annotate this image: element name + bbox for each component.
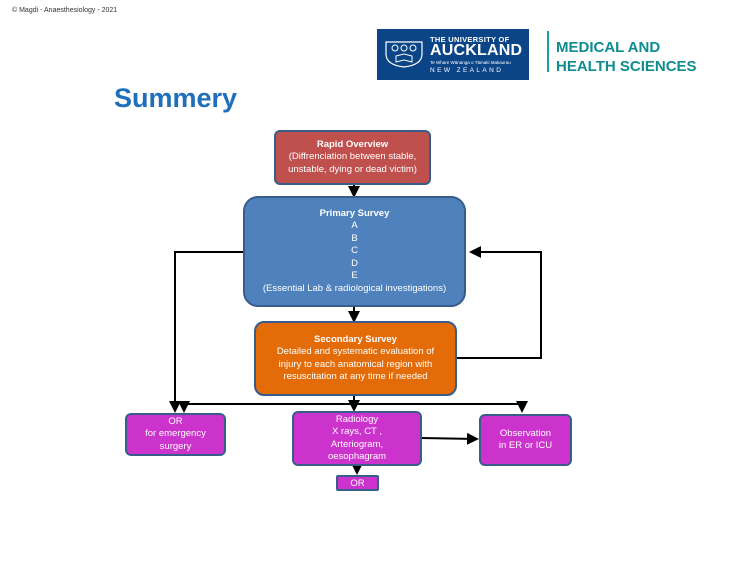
secondary-survey-line: Detailed and systematic evaluation of	[276, 346, 435, 357]
page-title: Summery	[114, 83, 238, 113]
rapid-overview-box: Rapid Overview (Diffrenciation between s…	[274, 130, 431, 185]
rapid-overview-heading: Rapid Overview	[316, 138, 389, 150]
faculty-line-2: HEALTH SCIENCES	[556, 58, 697, 75]
primary-survey-box: Primary Survey A B C D E (Essential Lab …	[243, 196, 466, 307]
or-emergency-line: for emergency	[145, 428, 206, 440]
logo-line-maori-name: Te Whare Wānanga o Tāmaki Makaurau	[430, 60, 511, 65]
radiology-line: oesophagram	[327, 451, 387, 462]
faculty-name: MEDICAL AND HEALTH SCIENCES	[556, 38, 697, 76]
secondary-survey-heading: Secondary Survey	[314, 333, 397, 345]
primary-survey-letter-a: A	[351, 220, 358, 232]
logo-divider	[547, 31, 549, 72]
rapid-overview-line: (Diffrenciation between stable,	[288, 151, 417, 163]
arrow-radiology-to-observation	[420, 432, 479, 445]
university-logo: THE UNIVERSITY OF AUCKLAND Te Whare Wāna…	[377, 29, 529, 80]
logo-line-university-of: THE UNIVERSITY OF	[430, 35, 510, 44]
arrow-primary-to-or	[169, 251, 243, 413]
radiology-line: X rays, CT ,	[332, 426, 382, 437]
secondary-survey-line: injury to each anatomical region with	[278, 358, 433, 370]
primary-survey-heading: Primary Survey	[319, 207, 390, 219]
copyright-notice: © Magdi - Anaesthesiology - 2021	[12, 7, 118, 14]
logo-line-new-zealand: NEW ZEALAND	[430, 67, 504, 74]
arrow-secondary-feedback-to-primary	[457, 246, 542, 359]
primary-survey-letter-b: B	[351, 232, 358, 244]
secondary-survey-line: resuscitation at any time if needed	[283, 371, 428, 382]
radiology-box: Radiology X rays, CT , Arteriogram, oeso…	[292, 411, 422, 466]
or-small-label: OR	[350, 477, 365, 489]
crest-icon	[385, 41, 423, 68]
faculty-line-1: MEDICAL AND	[556, 39, 661, 56]
primary-survey-letter-c: C	[351, 245, 358, 257]
or-emergency-surgery-box: OR for emergency surgery	[125, 413, 226, 456]
logo-line-auckland: AUCKLAND	[430, 42, 523, 59]
observation-box: Observation in ER or ICU	[479, 414, 572, 466]
observation-line: in ER or ICU	[498, 440, 553, 451]
secondary-survey-box: Secondary Survey Detailed and systematic…	[254, 321, 457, 396]
primary-survey-letter-d: D	[351, 257, 358, 269]
radiology-line: Radiology	[335, 413, 379, 425]
or-emergency-line: surgery	[159, 440, 192, 452]
radiology-line: Arteriogram,	[330, 438, 384, 450]
primary-survey-note: (Essential Lab & radiological investigat…	[262, 282, 447, 294]
primary-survey-letter-e: E	[351, 270, 358, 282]
or-emergency-line: OR	[168, 415, 183, 427]
rapid-overview-line: unstable, dying or dead victim)	[288, 163, 417, 175]
observation-line: Observation	[499, 427, 552, 439]
or-small-box: OR	[336, 475, 379, 491]
